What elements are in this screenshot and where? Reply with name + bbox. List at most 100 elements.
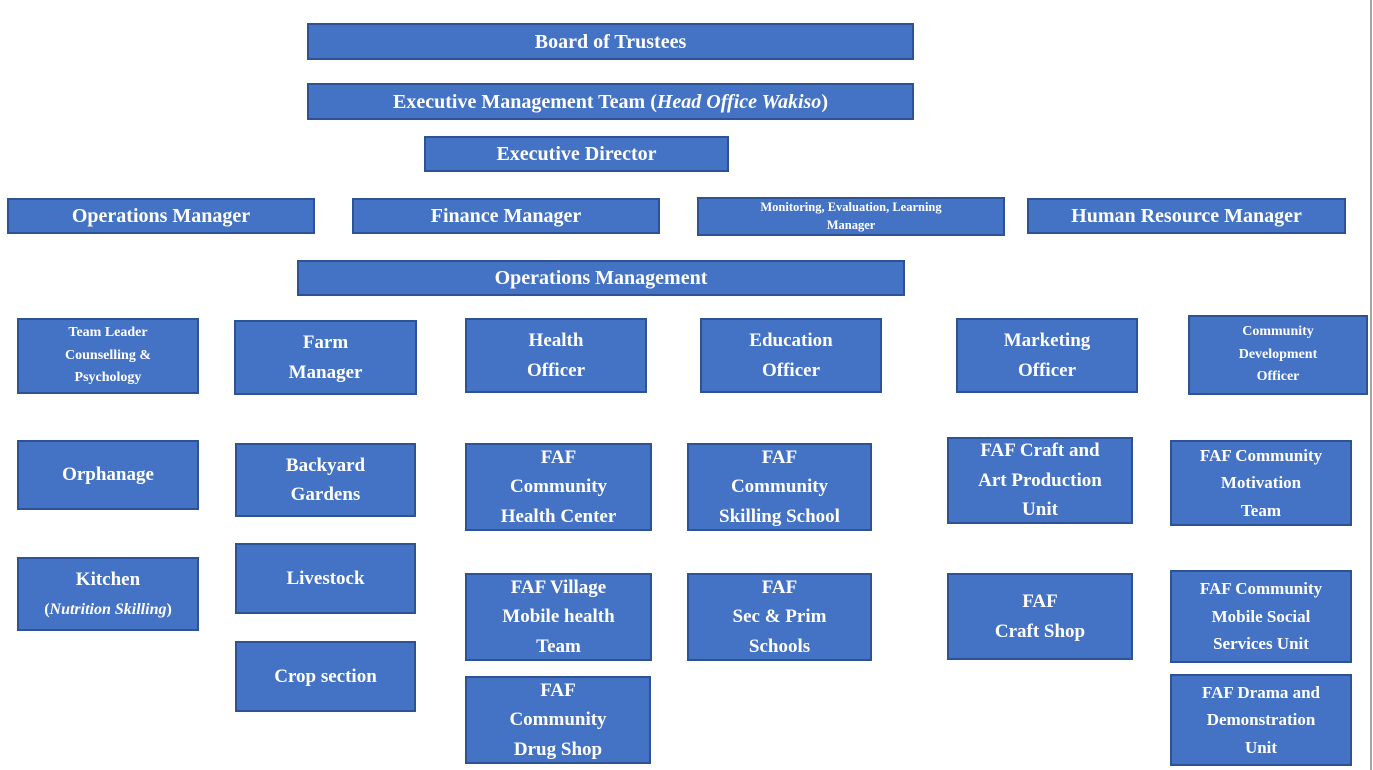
org-node-label-line: FAF Drama and	[1202, 679, 1320, 707]
org-node-label-segment: Schools	[748, 635, 811, 657]
org-node-board-of-trustees: Board of Trustees	[307, 23, 914, 60]
org-node-executive-management-team: Executive Management Team (Head Office W…	[307, 83, 914, 120]
org-node-operations-manager: Operations Manager	[7, 198, 315, 234]
org-node-label-line: Health Center	[501, 502, 617, 531]
org-node-label-segment: Kitchen	[75, 568, 141, 590]
org-node-label-line: Community	[509, 705, 606, 734]
org-node-label-segment: Farm	[302, 332, 349, 354]
org-node-label-segment: Operations Management	[494, 267, 708, 289]
org-node-label-segment: Unit	[1244, 737, 1278, 757]
org-node-label-segment: Community	[1242, 324, 1314, 340]
org-node-label-segment: Team	[1241, 500, 1281, 520]
org-node-label-line: Unit	[1022, 495, 1058, 524]
org-node-label-segment: Gardens	[290, 484, 361, 505]
org-node-label-segment: Crop section	[274, 665, 377, 687]
org-node-label-segment: Health Center	[500, 505, 617, 527]
org-node-label-line: Sec & Prim	[733, 602, 827, 631]
org-node-finance-manager: Finance Manager	[352, 198, 660, 234]
org-node-kitchen-nutrition-skilling: Kitchen(Nutrition Skilling)	[17, 557, 199, 631]
org-node-label-line: Drug Shop	[514, 735, 602, 764]
org-node-label-line: Manager	[289, 358, 363, 387]
org-node-label-line: Unit	[1245, 734, 1277, 762]
org-node-label-segment: )	[166, 601, 172, 618]
org-node-label-segment: Operations Manager	[71, 205, 251, 227]
org-node-executive-director: Executive Director	[424, 136, 729, 172]
org-node-label-segment: Education	[749, 330, 833, 352]
org-node-label-segment: Art Production	[978, 469, 1102, 491]
org-node-label-segment: Team	[536, 635, 581, 657]
org-node-label-segment: Mobile health	[502, 606, 615, 628]
org-node-label-line: Schools	[749, 632, 810, 661]
org-node-label-segment: Team Leader	[68, 325, 148, 341]
org-node-label-line: Community	[1242, 321, 1314, 343]
org-node-label-line: FAF	[762, 443, 798, 472]
org-node-label-line: Psychology	[75, 367, 142, 389]
org-node-label-line: Marketing	[1004, 326, 1091, 355]
org-node-label-segment: Executive Director	[496, 143, 657, 165]
org-node-label-line: Officer	[1257, 366, 1300, 388]
org-node-label-line: FAF Craft and	[980, 436, 1099, 465]
org-node-label-line: Team	[1241, 497, 1281, 525]
org-node-label-segment: Finance Manager	[430, 205, 582, 227]
org-node-label-line: Counselling &	[65, 345, 151, 367]
org-node-label-line: Mobile Social	[1212, 603, 1311, 631]
org-node-operations-management: Operations Management	[297, 260, 905, 296]
org-node-label-segment: Mobile Social	[1211, 606, 1311, 626]
org-node-label-line: Services Unit	[1213, 630, 1309, 658]
org-node-label-segment: FAF	[540, 446, 577, 468]
org-node-label-segment: Community	[730, 476, 829, 498]
org-node-label-segment: Motivation	[1220, 473, 1302, 493]
org-node-label-segment: FAF	[540, 679, 576, 701]
org-node-label-segment: Monitoring, Evaluation, Learning	[760, 200, 942, 214]
org-node-label-line: FAF	[541, 443, 577, 472]
org-node-label-segment: Unit	[1022, 499, 1058, 521]
org-node-label-segment: Livestock	[286, 567, 365, 589]
org-node-label-segment: (	[44, 601, 50, 618]
org-node-label-line: Motivation	[1221, 469, 1301, 497]
org-node-label-segment: Officer	[1017, 359, 1076, 381]
page-edge-line	[1370, 0, 1372, 770]
org-node-label-segment: FAF Drama and	[1201, 682, 1321, 702]
org-node-label-line: Operations Manager	[72, 203, 250, 229]
org-node-label-line: FAF	[762, 573, 798, 602]
org-node-label-segment: Backyard	[285, 454, 366, 476]
org-node-label-segment: Officer	[1256, 369, 1300, 385]
org-node-label-line: Kitchen	[76, 565, 140, 594]
org-node-label-segment: FAF	[761, 576, 798, 598]
org-node-label-line: Skilling School	[719, 502, 840, 531]
org-node-label-segment: Sec & Prim	[732, 606, 827, 628]
org-node-label-line: Executive Management Team (Head Office W…	[393, 89, 828, 115]
org-node-label-segment: Development	[1238, 346, 1318, 362]
org-node-label-line: Team	[536, 632, 581, 661]
org-node-label-segment: Board of Trustees	[534, 30, 687, 53]
org-node-label-segment: FAF	[1022, 591, 1058, 613]
org-node-label-segment: Craft Shop	[994, 620, 1086, 642]
org-node-label-segment: )	[821, 90, 828, 113]
org-node-label-line: FAF Community	[1200, 575, 1322, 603]
org-node-label-line: FAF	[1022, 587, 1058, 616]
org-node-label-segment: FAF Craft and	[980, 440, 1100, 462]
org-node-label-segment: Manager	[826, 217, 876, 232]
org-node-label-segment: FAF Community	[1199, 579, 1323, 599]
org-node-label-segment: Health	[528, 330, 584, 352]
org-node-label-segment: FAF Village	[510, 576, 607, 598]
org-node-label-segment: Manager	[288, 361, 363, 383]
org-node-label-line: Mobile health	[502, 602, 614, 631]
org-node-label-line: Operations Management	[495, 265, 708, 291]
org-node-label-segment: Services Unit	[1213, 634, 1309, 654]
org-node-label-line: Demonstration	[1207, 706, 1316, 734]
org-node-label-line: Gardens	[291, 480, 361, 509]
org-node-label-segment: Counselling &	[65, 347, 151, 363]
org-node-label-line: Farm	[303, 328, 348, 357]
